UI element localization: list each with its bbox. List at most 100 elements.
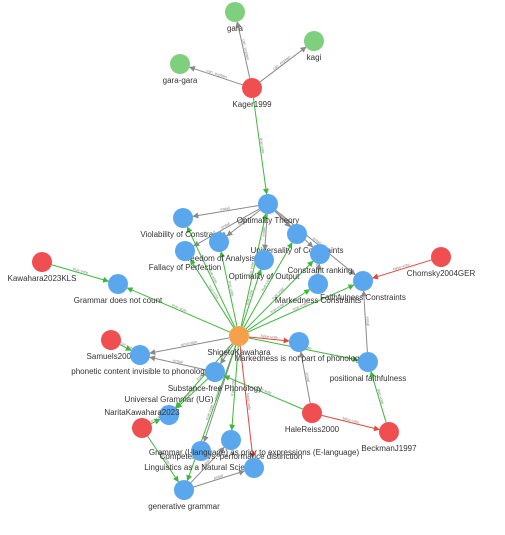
edge-label: can_explain [206,68,228,79]
node-circle[interactable] [32,252,52,272]
node-circle[interactable] [159,405,179,425]
node-beckman[interactable]: BeckmanJ1997 [361,422,417,453]
node-garagara[interactable]: gara-gara [163,54,198,85]
node-circle[interactable] [304,31,324,51]
node-grammar_count[interactable]: Grammar does not count [74,274,163,305]
node-circle[interactable] [175,241,195,261]
edge-samuels2009-phonetic [119,344,132,351]
edge-markedness_c-ranking [315,263,322,275]
node-kager1999[interactable]: Kager1999 [232,78,272,109]
edge-label: true-vote [227,280,235,297]
node-circle[interactable] [358,352,378,372]
edge-label: false-vote [392,261,411,271]
node-linguistics[interactable]: Linguistics as a Natural Science [144,441,258,472]
node-circle[interactable] [379,422,399,442]
node-circle[interactable] [353,271,373,291]
node-substancefree[interactable]: Substance-free Phonology [168,362,262,393]
edge-shigeto-grammar_ilang [239,345,256,459]
node-circle[interactable] [287,224,307,244]
node-circle[interactable] [310,244,330,264]
node-label: Kager1999 [232,100,272,109]
edge-shigeto-optoutput [241,268,263,327]
node-label: Grammar does not count [74,296,163,305]
edge-substancefree-ug [175,378,209,409]
node-label: Grammar (I-language) as prior to express… [149,448,360,457]
node-circle[interactable] [229,326,249,346]
node-circle[interactable] [221,430,241,450]
node-circle[interactable] [242,78,262,98]
node-universality[interactable]: Universality of Constraints [251,224,344,255]
node-fallacy[interactable]: Fallacy of Perfection [149,241,221,272]
node-markedness_not[interactable]: Markedness is not part of phonology [235,332,364,363]
node-competence[interactable]: Competence vs. performance distinction [160,430,303,461]
edge-shigeto-ot [240,213,268,327]
edge-label: true-vote [208,268,220,285]
node-circle[interactable] [108,274,128,294]
edge-shigeto-competence [229,345,239,431]
node-kagi[interactable]: kagi [304,31,324,62]
node-freedom[interactable]: Freedom of Analysis [183,232,255,263]
node-circle[interactable] [209,232,229,252]
node-shigeto[interactable]: ShigetoKawahara [207,326,271,357]
node-violability[interactable]: Violability of Constraints [140,208,226,239]
node-circle[interactable] [130,345,150,365]
node-circle[interactable] [302,403,322,423]
edge-label: can_explain [241,38,251,60]
node-label: Faithfulness Constraints [320,293,406,302]
node-label: Universality of Constraints [251,246,344,255]
edge-label: entail [201,458,211,468]
edge-ot-freedom [226,209,261,237]
node-phonetic[interactable]: phonetic content invisible to phonology [71,345,209,376]
node-positional[interactable]: positional faithfulness [330,352,407,383]
node-optoutput[interactable]: Optimality of Output [229,250,300,281]
node-ranking[interactable]: Constraint ranking [288,244,353,275]
node-circle[interactable] [289,332,309,352]
node-label: Markedness is not part of phonology [235,354,364,363]
node-circle[interactable] [431,247,451,267]
edge-label: true-vote [146,413,163,425]
edge-label: true-vote [72,266,89,275]
node-label: phonetic content invisible to phonology [71,367,208,376]
node-circle[interactable] [191,441,211,461]
edge-label: true-vote [247,260,255,277]
node-circle[interactable] [174,480,194,500]
node-ug[interactable]: Universal Grammar (UG) [125,395,214,425]
node-grammar_ilang[interactable]: Grammar (I-language) as prior to express… [149,448,360,478]
node-halereiss[interactable]: HaleReiss2000 [285,403,340,434]
edge-label: entail [305,372,312,382]
node-circle[interactable] [258,194,278,214]
node-label: ShigetoKawahara [207,348,271,357]
edge-ot-violability [192,205,259,219]
edge-ot-faithfulness_c [275,209,356,276]
node-circle[interactable] [254,250,274,270]
node-markedness_c[interactable]: Markedness Constraints [275,274,361,305]
node-circle[interactable] [205,362,225,382]
node-faithfulness_c[interactable]: Faithfulness Constraints [320,271,406,302]
node-label: Competence vs. performance distinction [160,452,303,461]
node-circle[interactable] [244,458,264,478]
node-kawahara2023[interactable]: Kawahara2023KLS [8,252,77,283]
node-label: gara-gara [163,76,198,85]
node-circle[interactable] [132,418,152,438]
node-generative[interactable]: generative grammar [148,480,220,511]
node-label: Kawahara2023KLS [8,274,77,283]
node-circle[interactable] [170,54,190,74]
node-circle[interactable] [225,2,245,22]
edge-halereiss-substancefree [223,375,303,410]
node-circle[interactable] [173,208,193,228]
node-chomsky2004[interactable]: Chomsky2004GER [407,247,476,278]
edge-label: uncertain [213,384,223,401]
edge-label: entail [173,358,184,365]
edge-label: false-vote [260,333,279,340]
edge-shigeto-markedness_c [247,289,311,331]
edge-halereiss-markedness_not [298,351,311,404]
node-narita[interactable]: NaritaKawahara2023 [104,408,180,438]
edge-narita-ug [150,418,161,425]
node-ot[interactable]: Optimality Theory [237,194,300,225]
node-circle[interactable] [308,274,328,294]
node-samuels2009[interactable]: Samuels2009 [87,330,136,361]
node-circle[interactable] [101,330,121,350]
edge-label: uncertain [180,339,197,347]
node-gara[interactable]: gara [225,2,245,33]
